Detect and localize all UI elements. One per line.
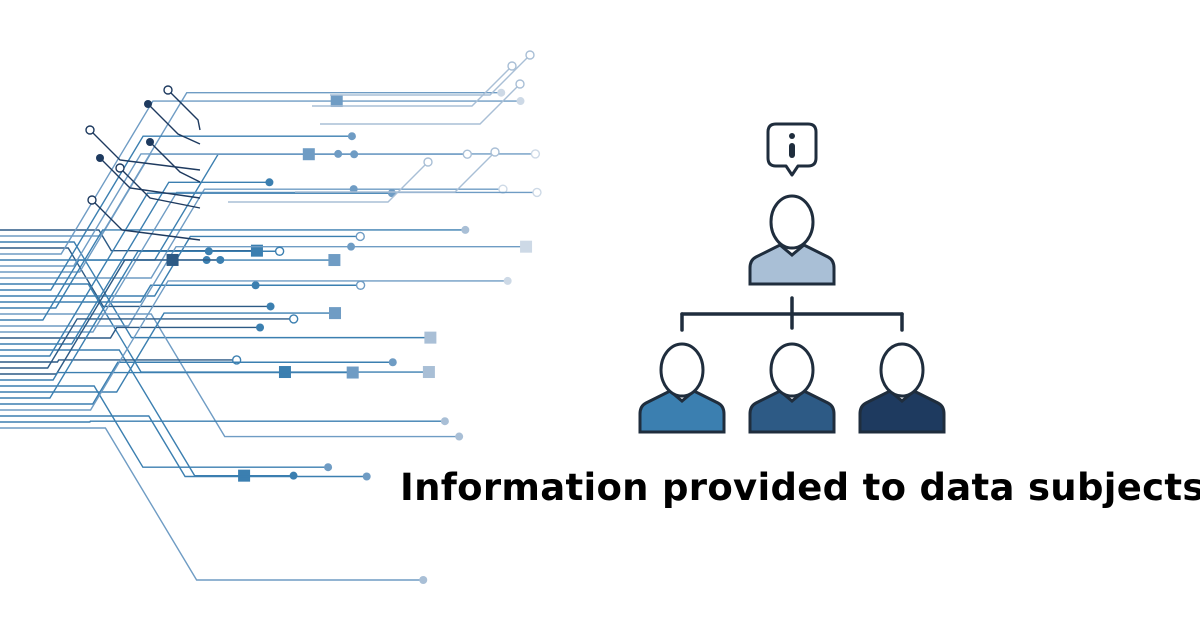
circuit-node [515, 79, 525, 89]
circuit-node [87, 195, 97, 205]
circuit-node [507, 61, 517, 71]
circuit-trace [295, 151, 496, 193]
circuit-node [516, 97, 525, 106]
circuit-trace [330, 54, 531, 96]
circuit-node [498, 184, 508, 194]
circuit-node [525, 50, 535, 60]
circuit-node [347, 132, 356, 141]
circuit-traces-decoration [0, 50, 542, 584]
circuit-trace [0, 229, 466, 309]
circuit-node [238, 469, 251, 482]
headline-text: Information provided to data subjects [400, 466, 1200, 509]
circuit-node [490, 147, 500, 157]
circuit-node [266, 302, 275, 311]
circuit-trace [167, 89, 201, 131]
circuit-node [497, 88, 506, 97]
circuit-trace [0, 247, 271, 308]
org-connector-lines [680, 296, 904, 332]
circuit-node [256, 323, 265, 332]
circuit-trace [312, 65, 513, 107]
circuit-node [530, 149, 541, 159]
circuit-node [424, 331, 437, 344]
circuit-node [455, 432, 464, 441]
circuit-node [166, 253, 179, 266]
circuit-trace [89, 129, 201, 171]
circuit-node [440, 417, 449, 426]
subordinate-person-icon-1 [638, 342, 726, 434]
circuit-node [461, 225, 470, 234]
circuit-node [265, 178, 274, 187]
subordinate-person-icon-3 [858, 342, 946, 434]
circuit-node [146, 138, 154, 146]
circuit-trace [0, 318, 294, 369]
circuit-node [520, 240, 533, 253]
circuit-node [289, 471, 298, 480]
circuit-node [288, 314, 299, 324]
circuit-trace [0, 192, 392, 357]
circuit-trace [0, 385, 329, 468]
circuit-trace [0, 371, 353, 381]
circuit-node [503, 276, 512, 285]
circuit-trace [91, 199, 201, 241]
circuit-node [532, 187, 542, 198]
circuit-trace [0, 241, 431, 339]
circuit-node [347, 242, 356, 251]
circuit-node [302, 148, 315, 161]
circuit-node [324, 463, 333, 472]
circuit-node [419, 576, 428, 584]
circuit-node [355, 231, 365, 242]
circuit-trace [0, 280, 508, 411]
manager-person-icon [748, 194, 836, 286]
circuit-node [330, 95, 343, 108]
circuit-node [388, 358, 397, 367]
circuit-node [349, 185, 358, 194]
circuit-trace [0, 361, 393, 405]
circuit-node [422, 366, 435, 379]
info-speech-bubble-icon [766, 122, 818, 177]
circuit-trace [320, 83, 521, 125]
circuit-node [204, 247, 213, 256]
circuit-trace [119, 167, 201, 209]
circuit-trace [149, 141, 201, 183]
circuit-node [251, 281, 260, 290]
circuit-node [216, 255, 225, 264]
circuit-trace [0, 181, 270, 345]
circuit-trace [0, 135, 352, 291]
circuit-trace [147, 103, 201, 145]
circuit-trace [99, 157, 201, 199]
circuit-node [163, 85, 173, 95]
circuit-trace [228, 161, 429, 203]
circuit-trace [0, 235, 361, 297]
circuit-node [328, 254, 341, 267]
circuit-node [423, 157, 433, 167]
circuit-node [115, 163, 125, 173]
circuit-node [362, 472, 371, 481]
circuit-node [85, 125, 95, 135]
circuit-node [144, 100, 152, 108]
circuit-node [96, 154, 104, 162]
circuit-node [274, 246, 285, 256]
circuit-node [329, 307, 342, 320]
circuit-trace [0, 427, 424, 581]
subordinate-person-icon-2 [748, 342, 836, 434]
circuit-trace [0, 312, 336, 393]
circuit-trace [0, 326, 261, 339]
circuit-node [462, 149, 473, 159]
circuit-node [346, 366, 359, 379]
circuit-trace [0, 415, 367, 478]
circuit-trace [0, 420, 445, 423]
circuit-trace [0, 359, 237, 363]
